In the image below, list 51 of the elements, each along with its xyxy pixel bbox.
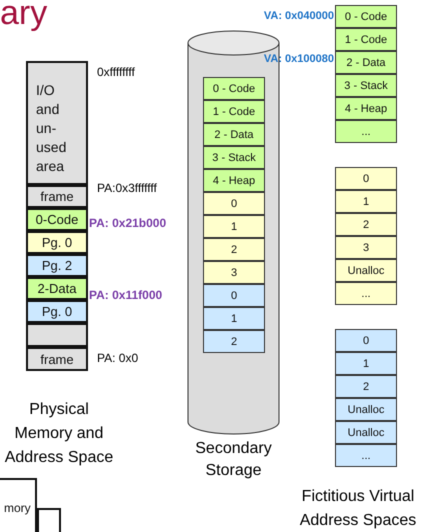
memory-cell: 1 - Code: [203, 100, 265, 123]
memory-cell: I/O and un-used area: [26, 61, 88, 185]
memory-cell: frame: [26, 185, 88, 208]
memory-cell: Unalloc: [335, 259, 397, 282]
address-label: PA: 0x21b000: [89, 216, 166, 230]
memory-cell: Unalloc: [335, 398, 397, 421]
address-label: PA: 0x11f000: [89, 288, 162, 302]
node-label: Secondary Storage: [194, 439, 273, 481]
memory-cell: 1: [335, 190, 397, 213]
title: ary: [0, 0, 48, 33]
memory-cell: 2: [203, 330, 265, 353]
memory-cell: Pg. 0: [26, 300, 88, 323]
memory-cell: 1 - Code: [335, 28, 397, 51]
memory-cell: Pg. 2: [26, 254, 88, 277]
memory-cell: 0: [335, 167, 397, 190]
memory-cell: 0-Code: [26, 208, 88, 231]
memory-cell: 2: [203, 238, 265, 261]
memory-cell: 0: [203, 192, 265, 215]
memory-cell: 2 - Data: [335, 51, 397, 74]
memory-cell: ...: [335, 282, 397, 305]
address-label: PA:0x3fffffff: [97, 181, 157, 195]
memory-cell: 0: [203, 284, 265, 307]
memory-cell: 2-Data: [26, 277, 88, 300]
memory-cell: 3 - Stack: [203, 146, 265, 169]
memory-cell: frame: [26, 347, 88, 371]
memory-cell: 4 - Heap: [203, 169, 265, 192]
memory-cell: 2: [335, 375, 397, 398]
memory-cell: 0 - Code: [335, 5, 397, 28]
memory-cell: 2 - Data: [203, 123, 265, 146]
memory-cell: ...: [335, 120, 397, 143]
address-label: VA: 0x040000: [264, 10, 334, 22]
memory-cell: 1: [203, 307, 265, 330]
memory-cell: [37, 508, 61, 532]
memory-cell: Pg. 0: [26, 231, 88, 254]
memory-cell: 3 - Stack: [335, 74, 397, 97]
memory-cell: 4 - Heap: [335, 97, 397, 120]
memory-cell: 0 - Code: [203, 77, 265, 100]
caption: Fictitious Virtual Address Spaces: [298, 487, 418, 531]
memory-cell: ...: [335, 444, 397, 467]
memory-cell: 2: [335, 213, 397, 236]
memory-cell: 0: [335, 329, 397, 352]
memory-cell: Unalloc: [335, 421, 397, 444]
address-label: 0xffffffff: [97, 65, 135, 79]
memory-cell: 1: [335, 352, 397, 375]
memory-cell: 1: [203, 215, 265, 238]
memory-cell: 3: [335, 236, 397, 259]
memory-box: mory: [0, 478, 37, 532]
memory-cell: 3: [203, 261, 265, 284]
caption: Physical Memory and Address Space: [4, 400, 114, 468]
memory-cell: [26, 323, 88, 347]
address-label: PA: 0x0: [97, 351, 138, 365]
